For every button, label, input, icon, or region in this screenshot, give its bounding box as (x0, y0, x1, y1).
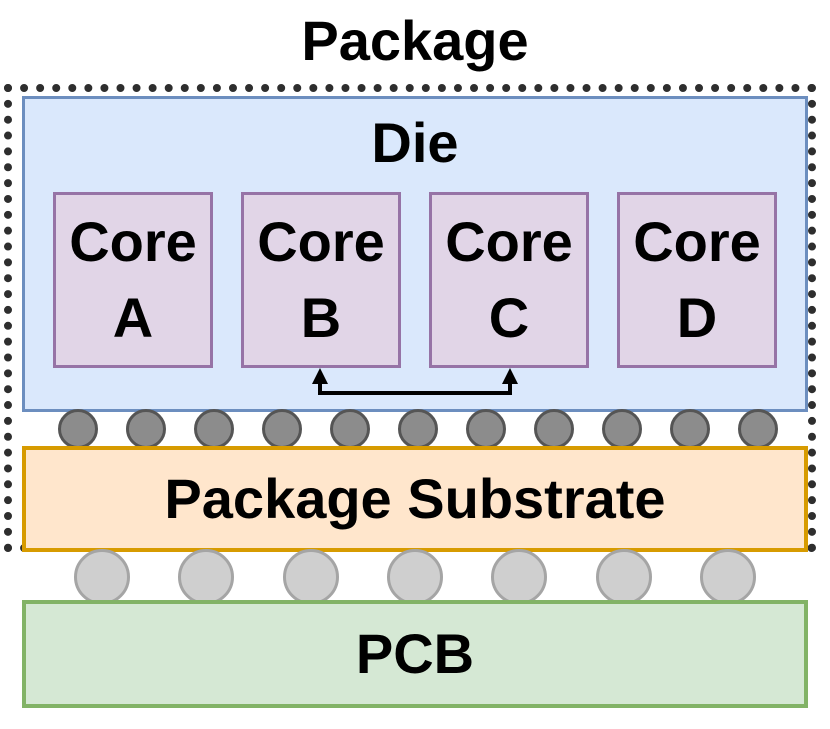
microbump (58, 409, 98, 449)
core-c-label-line2: C (488, 286, 530, 349)
core-b-label-line1: Core (257, 210, 385, 273)
package-substrate: Package Substrate (22, 446, 808, 552)
microbump (194, 409, 234, 449)
microbump (738, 409, 778, 449)
microbump (670, 409, 710, 449)
microbump (602, 409, 642, 449)
core-d-label-line2: D (676, 286, 718, 349)
core-c-label-line1: Core (445, 210, 573, 273)
solder-ball (491, 549, 547, 605)
solder-ball (596, 549, 652, 605)
core-b-label-line2: B (300, 286, 342, 349)
package-title: Package (301, 9, 529, 72)
core-a-label-line2: A (112, 286, 154, 349)
die-label: Die (371, 111, 459, 174)
core-d: Core D (617, 192, 777, 368)
core-d-label-line1: Core (633, 210, 761, 273)
core-a-label-line1: Core (69, 210, 197, 273)
core-b: Core B (241, 192, 401, 368)
solder-ball (178, 549, 234, 605)
microbump (534, 409, 574, 449)
core-c: Core C (429, 192, 589, 368)
core-a: Core A (53, 192, 213, 368)
microbump (262, 409, 302, 449)
solder-ball (387, 549, 443, 605)
solder-ball (700, 549, 756, 605)
solder-ball (283, 549, 339, 605)
pcb-board: PCB (22, 600, 808, 708)
microbump (126, 409, 166, 449)
package-substrate-label: Package Substrate (164, 467, 666, 530)
pcb-label: PCB (355, 622, 475, 685)
microbump (466, 409, 506, 449)
solder-ball (74, 549, 130, 605)
microbump (398, 409, 438, 449)
microbump (330, 409, 370, 449)
